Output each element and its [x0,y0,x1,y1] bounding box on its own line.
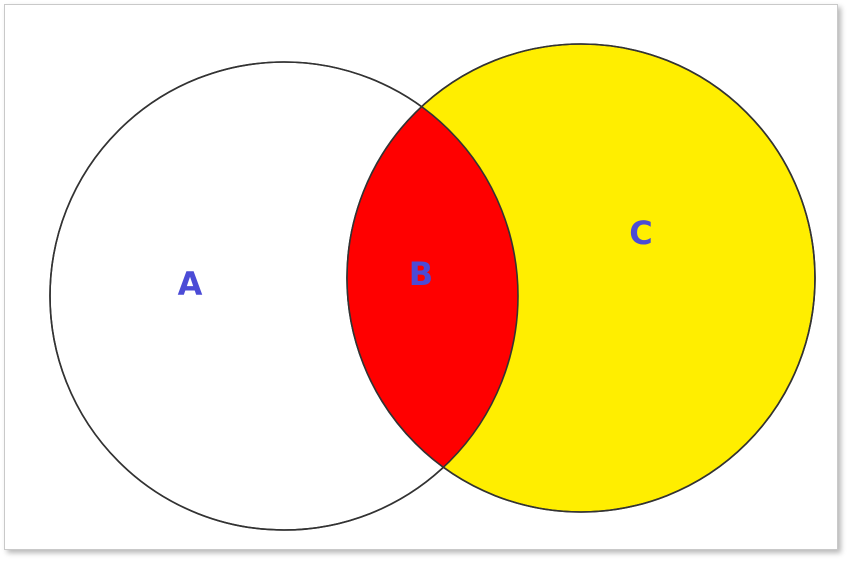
circle-a-outline [49,61,519,531]
label-a: A [178,265,203,303]
circle-c-outline [346,43,816,513]
label-c: C [629,214,652,252]
intersection-b [347,62,518,512]
label-b: B [409,255,433,293]
